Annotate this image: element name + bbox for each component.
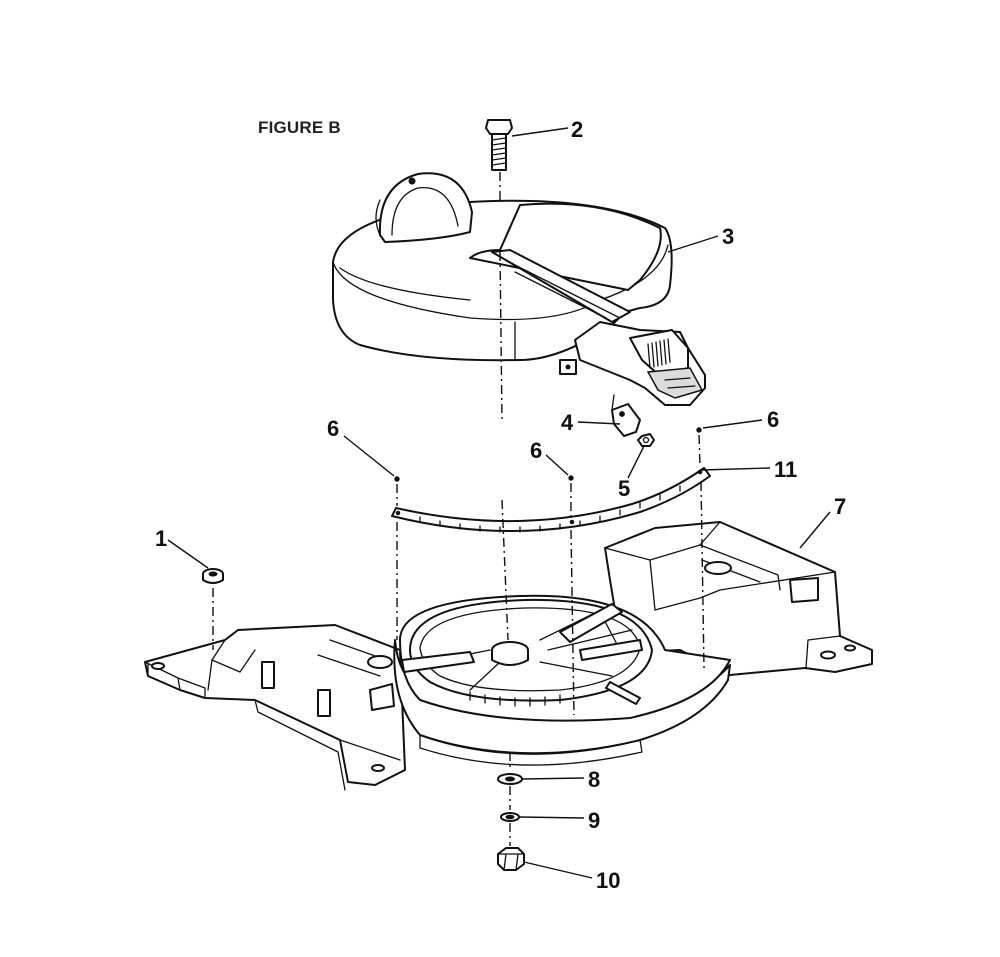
left-mount-hole (151, 662, 165, 670)
pivot-bolt (485, 119, 513, 171)
left-wing-hole (367, 655, 393, 669)
turntable-slot-b (579, 639, 643, 661)
screw-right (696, 427, 702, 433)
scale-hole-left (395, 510, 401, 516)
callout-4: 4 (561, 410, 574, 435)
lock-nut (637, 433, 655, 447)
left-wing-slot-a (261, 661, 275, 689)
scale-hole-right (697, 469, 703, 475)
knob-insert (202, 568, 224, 584)
callout-7-washer: 8 (588, 767, 600, 792)
callout-7-base: 7 (834, 494, 846, 519)
flat-washer-hole (505, 776, 515, 782)
turntable-slot-a (559, 603, 623, 643)
hex-nut (497, 847, 525, 871)
left-wing-slot-b (317, 689, 331, 717)
callout-labels: 1 2 3 4 5 6 6 6 7 8 9 10 11 (155, 117, 846, 893)
callout-6-left: 6 (327, 416, 339, 441)
callout-6-right: 6 (767, 407, 779, 432)
callout-9: 9 (588, 808, 600, 833)
screw-mid (568, 475, 574, 481)
kerf-plate (401, 651, 475, 673)
arm-top-cover (469, 202, 662, 291)
latch-tab (611, 403, 641, 437)
callout-11: 11 (774, 457, 797, 482)
left-wing (144, 624, 406, 786)
callout-6-mid: 6 (530, 438, 542, 463)
left-wing-pocket (369, 683, 395, 711)
callout-5: 5 (618, 476, 630, 501)
scale-screws (394, 427, 702, 482)
right-wing-pocket (789, 577, 819, 603)
arm-assembly (332, 172, 706, 447)
scale-hole-mid (569, 519, 575, 525)
dust-port-screw (408, 177, 416, 185)
bolt-head (485, 119, 513, 135)
left-foot-hole (371, 764, 385, 772)
lower-hardware (497, 773, 525, 871)
right-mount-hole (820, 650, 836, 660)
callout-3: 3 (722, 224, 734, 249)
bolt-threads (491, 137, 507, 166)
callout-1: 1 (155, 526, 167, 551)
arm-slot (491, 249, 631, 323)
right-mount-hole-2 (844, 644, 856, 652)
assembly-lines (212, 172, 705, 846)
callout-10: 10 (596, 868, 620, 893)
handle-lever (646, 367, 704, 399)
miter-scale (391, 467, 711, 533)
base-assembly (144, 521, 873, 791)
detent-ticks (469, 691, 561, 707)
callout-2: 2 (571, 117, 583, 142)
lock-washer-hole (505, 814, 515, 820)
arm-bracket-screw (565, 364, 571, 370)
screw-left (394, 476, 400, 482)
right-wing-hole (704, 561, 732, 575)
handle-knurling (647, 338, 671, 369)
leader-lines (167, 127, 831, 879)
dust-port (378, 172, 473, 243)
latch-tab-hole (619, 411, 625, 417)
figure-title: FIGURE B (258, 118, 341, 137)
miter-lock-shaft (605, 681, 641, 705)
pivot-hub-side (491, 649, 529, 666)
miter-scale-ticks (419, 485, 681, 533)
miter-scale-strip (391, 467, 711, 532)
